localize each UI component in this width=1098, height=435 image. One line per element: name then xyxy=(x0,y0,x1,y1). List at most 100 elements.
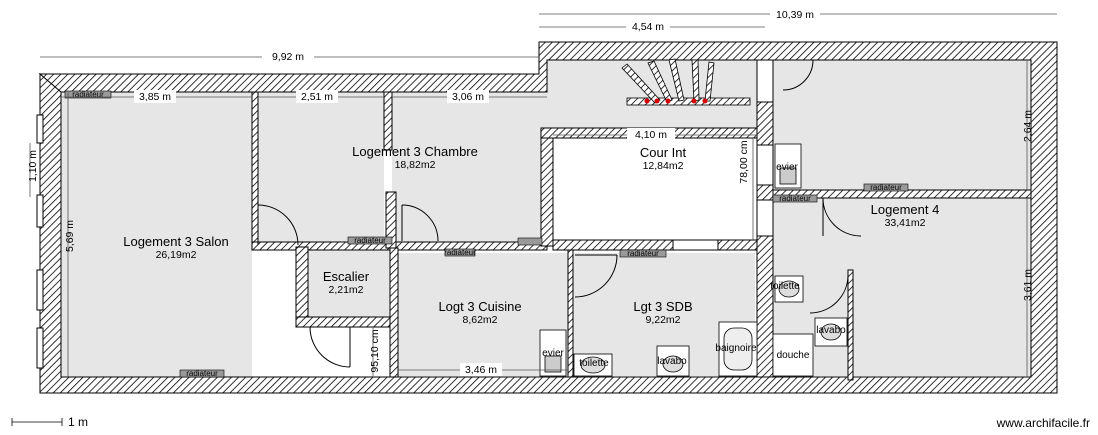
dim-label-bg xyxy=(770,7,820,21)
window-log4-2 xyxy=(756,199,774,237)
door-sdb xyxy=(574,254,618,298)
douche xyxy=(772,333,814,377)
radiator-box xyxy=(863,183,909,192)
evier-kitchen-basin xyxy=(544,355,562,373)
stair-marker xyxy=(644,98,650,104)
dim-label-251: 2,51 m xyxy=(301,91,333,103)
room-labels: Logement 3 Salon 26,19m2 Logement 3 Cham… xyxy=(123,144,939,326)
evier-log4 xyxy=(774,143,802,189)
fixture-label-evier: evier xyxy=(542,348,564,359)
window-log4-3 xyxy=(756,59,774,103)
room-name-sdb: Lgt 3 SDB xyxy=(633,299,692,314)
dim-label-454: 4,54 m xyxy=(632,21,664,33)
stair-markers xyxy=(644,98,708,104)
evier-log4-basin xyxy=(779,167,797,185)
toilette-sdb-bowl xyxy=(580,356,606,374)
fixture-label-toilette: toilette xyxy=(579,358,609,369)
dim-label-bg xyxy=(447,90,489,103)
room-name-cour: Cour Int xyxy=(640,145,687,160)
stair-marker xyxy=(691,98,697,104)
room-area-chambre: 18,82m2 xyxy=(395,159,436,171)
radiator-label: radiateur xyxy=(627,249,659,258)
floor-escalier xyxy=(308,250,390,317)
wall-escalier-left xyxy=(295,246,309,328)
dim-label-306: 3,06 m xyxy=(452,91,484,103)
fixture-label-lavabo: lavabo xyxy=(816,325,846,336)
fixture-label-baignoire: baignoire xyxy=(715,343,757,354)
baignoire-basin xyxy=(723,327,753,371)
radiator-label: radiateur xyxy=(779,194,811,203)
room-area-cuisine: 8,62m2 xyxy=(462,314,497,326)
dim-label-bg xyxy=(296,90,338,103)
room-area-cour: 12,84m2 xyxy=(643,160,684,172)
radiator-label: radiateur xyxy=(72,90,104,99)
window-log4-1 xyxy=(756,144,774,186)
floor-log4-top xyxy=(773,60,1031,190)
dim-label-1039: 10,39 m xyxy=(776,9,814,21)
room-name-escalier: Escalier xyxy=(323,269,370,284)
dim-label-7800: 78,00 cm xyxy=(738,140,750,183)
scale-label: 1 m xyxy=(68,415,88,429)
dim-label-bg xyxy=(134,90,176,103)
door-salon xyxy=(257,204,299,246)
room-name-cuisine: Logt 3 Cuisine xyxy=(438,299,521,314)
fixture-label-lavabo: lavabo xyxy=(657,356,687,367)
window-3 xyxy=(36,269,44,311)
floor-chambre-2 xyxy=(392,92,547,242)
floor-chambre xyxy=(258,92,384,247)
fixture-label-toilette: toilette xyxy=(770,281,800,292)
wall-escalier-bottom xyxy=(295,316,395,328)
window-4 xyxy=(36,327,44,369)
stair-step-5 xyxy=(704,61,715,102)
radiator-box xyxy=(179,369,225,378)
window-cour xyxy=(672,239,719,251)
dim-label-110: 1,10 m xyxy=(27,150,39,182)
radiator-label: radiateur xyxy=(186,369,218,378)
dimension-labels: 9,92 m 10,39 m 4,54 m 3,85 m 2,51 m 3,06… xyxy=(27,7,1034,376)
fixture-label-evier: evier xyxy=(776,162,798,173)
dim-label-385: 3,85 m xyxy=(139,91,171,103)
doors xyxy=(257,59,862,368)
dim-label-346: 3,46 m xyxy=(465,364,497,376)
door-log4 xyxy=(822,197,862,237)
radiator-box xyxy=(444,248,476,257)
door-escalier xyxy=(309,326,351,368)
dim-label-bg xyxy=(262,49,314,63)
wall-chambre-divider xyxy=(383,91,393,151)
dim-label-bg xyxy=(460,363,502,376)
radiator-box xyxy=(347,236,393,245)
staircase xyxy=(621,58,751,106)
room-name-chambre: Logement 3 Chambre xyxy=(352,144,478,159)
lavabo-log4-bowl xyxy=(820,323,842,341)
window-1 xyxy=(36,114,44,144)
toilette-log4-bowl xyxy=(778,280,800,298)
door-chambre xyxy=(401,204,439,242)
stair-marker xyxy=(654,98,660,104)
wall-cuisine-left xyxy=(389,247,399,378)
dim-label-9510: 95,10 cm xyxy=(369,329,381,372)
radiator-box xyxy=(619,249,667,258)
fixtures xyxy=(539,143,848,377)
fixture-label-douche: douche xyxy=(777,350,810,361)
radiator-box xyxy=(64,90,112,99)
room-area-escalier: 2,21m2 xyxy=(328,284,363,296)
lavabo-sdb-bowl xyxy=(662,355,684,373)
radiators: radiateur radiateur radiateur radiateur … xyxy=(64,90,909,378)
wall-log4-bath xyxy=(847,269,854,381)
dim-label-264: 2,64 m xyxy=(1022,110,1034,142)
room-name-salon: Logement 3 Salon xyxy=(123,234,229,249)
radiator-label: radiateur xyxy=(444,248,476,257)
room-area-sdb: 9,22m2 xyxy=(645,314,680,326)
radiator-box xyxy=(772,194,818,203)
radiator-label: radiateur xyxy=(870,183,902,192)
floor-cour xyxy=(553,138,757,240)
wall-cour-left xyxy=(540,127,554,247)
dim-label-569: 5,69 m xyxy=(64,220,76,252)
dim-label-992: 9,92 m xyxy=(272,51,304,63)
door-log4-bath xyxy=(809,274,849,314)
floor-salon xyxy=(61,92,252,377)
room-area-log4: 33,41m2 xyxy=(885,217,926,229)
stair-marker xyxy=(702,98,708,104)
dim-label-bg xyxy=(627,128,675,141)
